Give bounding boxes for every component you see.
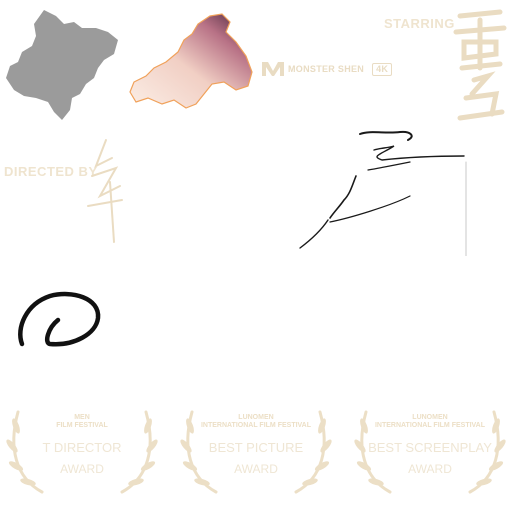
- director-signature: [87, 139, 123, 243]
- award-title: T DIRECTOR: [42, 440, 122, 455]
- award-title: BEST PICTURE: [208, 440, 304, 455]
- gray-map-shape: [6, 10, 118, 120]
- brand-name: MONSTER SHEN: [288, 64, 365, 74]
- black-brush-loop: [18, 291, 101, 347]
- award-label: AWARD: [408, 462, 452, 476]
- award-label: AWARD: [234, 462, 278, 476]
- laurel-wreath-icon: [354, 410, 506, 494]
- award-label: AWARD: [60, 462, 104, 476]
- laurel-wreath-icon: [180, 410, 332, 494]
- laurel-wreath-icon: [6, 410, 158, 494]
- brand-logo: MONSTER SHEN 4K: [262, 61, 393, 77]
- brand-mark-icon: [262, 62, 284, 76]
- award-title: BEST SCREENPLAY: [368, 440, 492, 455]
- resolution-badge: 4K: [372, 62, 393, 76]
- black-signature-right: [299, 130, 467, 256]
- heatmap-map-shape: [129, 13, 253, 109]
- directed-by-label: DIRECTED BY: [4, 164, 98, 179]
- starring-calligraphy: [453, 9, 507, 121]
- starring-label: STARRING: [384, 16, 455, 31]
